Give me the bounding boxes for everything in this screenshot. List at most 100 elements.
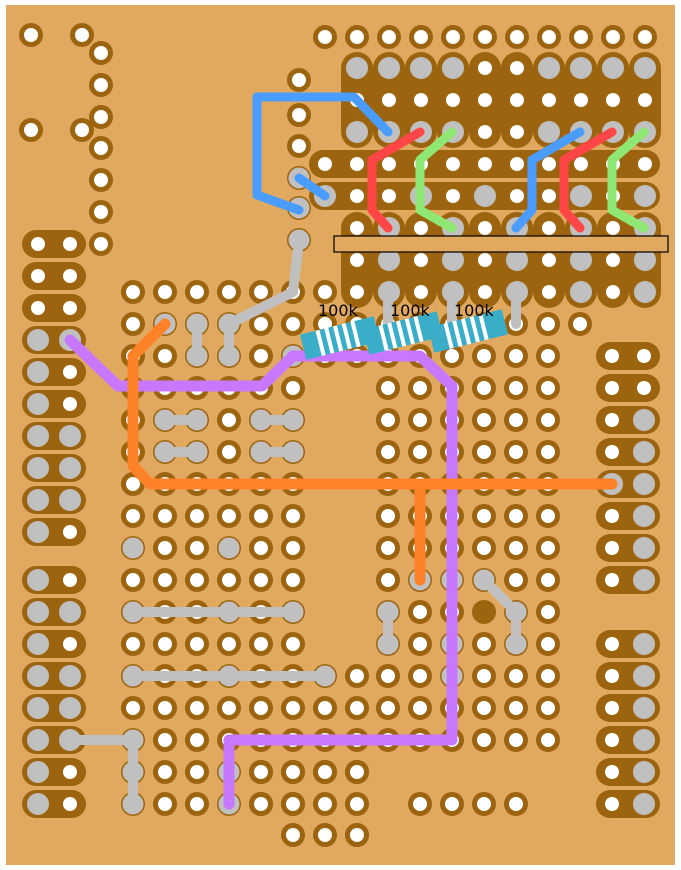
pad-hole <box>254 285 268 299</box>
pad-hole <box>286 701 300 715</box>
pad-hole <box>510 189 524 203</box>
pad-hole <box>542 221 556 235</box>
pad-hole <box>190 733 204 747</box>
pad-hole <box>413 413 427 427</box>
resistor-1 <box>299 316 381 360</box>
pad-hole <box>158 765 172 779</box>
pad-hole <box>633 665 655 687</box>
pad-hole <box>509 509 523 523</box>
pad-hole <box>350 669 364 683</box>
pad-hole <box>633 537 655 559</box>
solder-joint <box>27 793 49 815</box>
pad-hole <box>382 30 396 44</box>
pad-hole <box>541 733 555 747</box>
pad-hole <box>190 701 204 715</box>
pad-hole <box>254 349 268 363</box>
pad-hole <box>254 637 268 651</box>
pad-hole <box>477 413 491 427</box>
solder-joint <box>27 393 49 415</box>
pad-hole <box>63 365 77 379</box>
resistor-2 <box>362 311 444 355</box>
wire-blue <box>511 127 585 233</box>
solder-joint <box>27 761 49 783</box>
pad-hole <box>541 637 555 651</box>
pad-hole <box>126 637 140 651</box>
pad-hole <box>75 123 89 137</box>
pad-hole <box>510 61 524 75</box>
solder-joint <box>378 57 400 79</box>
solder-joint <box>217 536 241 560</box>
resistor-band <box>315 329 326 356</box>
solder-joint <box>27 521 49 543</box>
pad-hole <box>541 413 555 427</box>
pad-hole <box>509 541 523 555</box>
pad-hole <box>509 349 523 363</box>
pad-hole <box>509 381 523 395</box>
solder-joint <box>442 57 464 79</box>
pad-hole <box>350 765 364 779</box>
pad-hole <box>542 157 556 171</box>
pad-hole <box>286 381 300 395</box>
pad-hole <box>350 797 364 811</box>
resistor-band <box>469 316 480 343</box>
pad-hole <box>633 761 655 783</box>
pad-hole <box>542 253 556 267</box>
pad-hole <box>350 30 364 44</box>
pad-hole <box>292 73 306 87</box>
pad-hole <box>350 221 364 235</box>
pad-hole <box>158 349 172 363</box>
pad-hole <box>633 793 655 815</box>
pad-hole <box>222 285 236 299</box>
pad-hole <box>510 157 524 171</box>
pad-hole <box>190 765 204 779</box>
pad-hole <box>318 828 332 842</box>
pad-hole <box>541 669 555 683</box>
resistor-band <box>452 320 463 347</box>
pad-hole <box>633 409 655 431</box>
pad-hole <box>75 28 89 42</box>
solder-joint <box>602 57 624 79</box>
pad-hole <box>190 637 204 651</box>
pad-hole <box>350 828 364 842</box>
pad-hole <box>286 797 300 811</box>
resistor-band <box>413 316 424 343</box>
pad-hole <box>633 569 655 591</box>
pad-hole <box>542 285 556 299</box>
pad-hole <box>254 509 268 523</box>
pad-hole <box>94 46 108 60</box>
pad-hole <box>541 605 555 619</box>
pad-hole <box>126 573 140 587</box>
pad-hole <box>606 221 620 235</box>
pad-hole <box>286 765 300 779</box>
wire-blue <box>252 92 304 215</box>
solder-joint <box>634 57 656 79</box>
wire-link <box>65 735 138 809</box>
pad-hole <box>318 797 332 811</box>
resistor-band <box>443 322 454 349</box>
resistor-band <box>350 321 361 348</box>
solder-joint <box>59 665 81 687</box>
pad-hole <box>509 413 523 427</box>
pad-hole <box>413 605 427 619</box>
pad-hole <box>24 123 38 137</box>
wire-red <box>559 127 617 233</box>
pad-hole <box>638 157 652 171</box>
pad-hole <box>605 413 619 427</box>
solder-joint <box>27 601 49 623</box>
pad-hole <box>382 189 396 203</box>
pad-hole <box>605 349 619 363</box>
pad-hole <box>94 141 108 155</box>
pad-hole <box>478 285 492 299</box>
solder-joint <box>538 57 560 79</box>
pad-hole <box>542 93 556 107</box>
pad-hole <box>445 797 459 811</box>
resistor-band <box>378 324 389 351</box>
solder-joint <box>59 457 81 479</box>
pad-hole <box>286 573 300 587</box>
pad-hole <box>477 349 491 363</box>
pad-hole <box>222 573 236 587</box>
solder-joint <box>634 249 656 271</box>
pad-hole <box>292 108 306 122</box>
pad-hole <box>541 445 555 459</box>
solder-joint <box>27 329 49 351</box>
